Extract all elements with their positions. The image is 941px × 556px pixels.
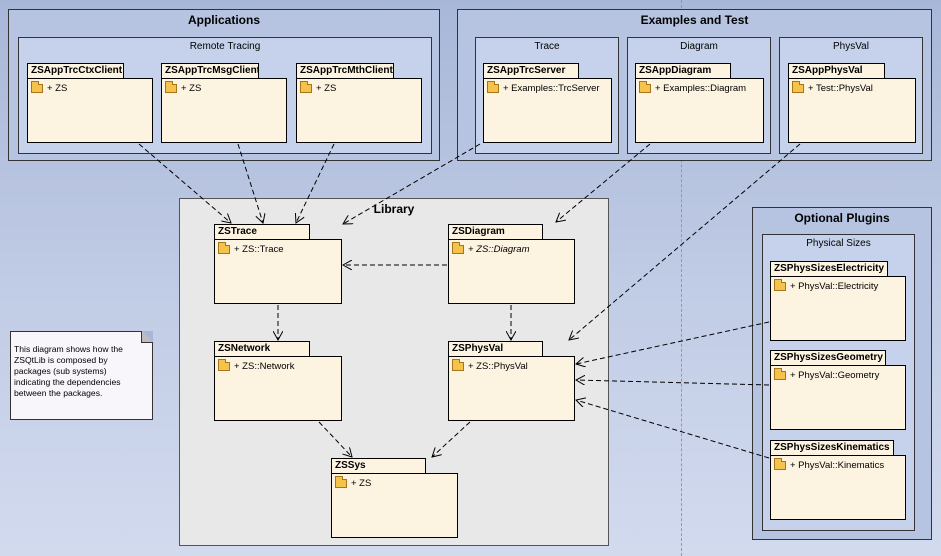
group-title: PhysVal: [833, 41, 869, 52]
package-zstrace[interactable]: ZSTrace + ZS::Trace: [214, 224, 342, 304]
package-item: + ZS: [47, 83, 68, 94]
folder-icon: [774, 368, 786, 380]
diagram-note[interactable]: This diagram shows how the ZSQtLib is co…: [10, 331, 153, 420]
package-name: ZSPhysSizesKinematics: [770, 440, 894, 456]
package-zsphysval[interactable]: ZSPhysVal + ZS::PhysVal: [448, 341, 575, 421]
group-title: Physical Sizes: [806, 238, 871, 249]
package-name: ZSPhysVal: [448, 341, 543, 357]
folder-icon: [300, 81, 312, 93]
package-name: ZSAppTrcMsgClient: [161, 63, 259, 79]
package-item: + ZS: [351, 478, 372, 489]
folder-icon: [452, 359, 464, 371]
package-item: + Examples::Diagram: [655, 83, 747, 94]
package-zssys[interactable]: ZSSys + ZS: [331, 458, 458, 538]
folder-icon: [31, 81, 43, 93]
group-title: Library: [373, 202, 415, 216]
package-item: + PhysVal::Geometry: [790, 370, 880, 381]
package-name: ZSAppPhysVal: [788, 63, 885, 79]
package-name: ZSPhysSizesElectricity: [770, 261, 888, 277]
package-zsphyssizesgeometry[interactable]: ZSPhysSizesGeometry + PhysVal::Geometry: [770, 350, 906, 430]
folder-icon: [452, 242, 464, 254]
group-title: Trace: [534, 41, 560, 52]
folder-icon: [639, 81, 651, 93]
folder-icon: [774, 279, 786, 291]
folder-icon: [165, 81, 177, 93]
package-item: + PhysVal::Kinematics: [790, 460, 885, 471]
group-title: Optional Plugins: [794, 211, 890, 225]
package-item: + ZS::PhysVal: [468, 361, 528, 372]
package-item: + Test::PhysVal: [808, 83, 873, 94]
package-zsapptrcctxclient[interactable]: ZSAppTrcCtxClient + ZS: [27, 63, 153, 143]
package-item: + ZS::Diagram: [468, 244, 530, 255]
folder-icon: [218, 359, 230, 371]
package-item: + ZS::Network: [234, 361, 295, 372]
package-item: + ZS: [316, 83, 337, 94]
folder-icon: [218, 242, 230, 254]
package-zsappdiagram[interactable]: ZSAppDiagram + Examples::Diagram: [635, 63, 764, 143]
package-zsphyssizeselectricity[interactable]: ZSPhysSizesElectricity + PhysVal::Electr…: [770, 261, 906, 341]
folder-icon: [792, 81, 804, 93]
package-name: ZSAppTrcServer: [483, 63, 579, 79]
package-item: + ZS::Trace: [234, 244, 284, 255]
package-name: ZSAppTrcMthClient: [296, 63, 394, 79]
package-item: + Examples::TrcServer: [503, 83, 600, 94]
package-zsapptrcmthclient[interactable]: ZSAppTrcMthClient + ZS: [296, 63, 422, 143]
folder-icon: [774, 458, 786, 470]
package-name: ZSDiagram: [448, 224, 543, 240]
package-name: ZSAppTrcCtxClient: [27, 63, 124, 79]
package-name: ZSAppDiagram: [635, 63, 731, 79]
package-zsnetwork[interactable]: ZSNetwork + ZS::Network: [214, 341, 342, 421]
package-name: ZSTrace: [214, 224, 310, 240]
package-zsdiagram[interactable]: ZSDiagram + ZS::Diagram: [448, 224, 575, 304]
package-item: + PhysVal::Electricity: [790, 281, 879, 292]
package-zsappphysval[interactable]: ZSAppPhysVal + Test::PhysVal: [788, 63, 916, 143]
group-title: Diagram: [680, 41, 718, 52]
package-item: + ZS: [181, 83, 202, 94]
folder-icon: [335, 476, 347, 488]
folder-icon: [487, 81, 499, 93]
note-text: This diagram shows how the ZSQtLib is co…: [14, 344, 123, 398]
package-zsapptrcmsgclient[interactable]: ZSAppTrcMsgClient + ZS: [161, 63, 287, 143]
group-title: Remote Tracing: [189, 41, 261, 52]
package-zsapptrcserver[interactable]: ZSAppTrcServer + Examples::TrcServer: [483, 63, 612, 143]
package-name: ZSSys: [331, 458, 426, 474]
group-title: Applications: [187, 13, 260, 27]
package-name: ZSNetwork: [214, 341, 310, 357]
package-name: ZSPhysSizesGeometry: [770, 350, 886, 366]
package-zsphyssizeskinematics[interactable]: ZSPhysSizesKinematics + PhysVal::Kinemat…: [770, 440, 906, 520]
group-title: Examples and Test: [640, 13, 749, 27]
